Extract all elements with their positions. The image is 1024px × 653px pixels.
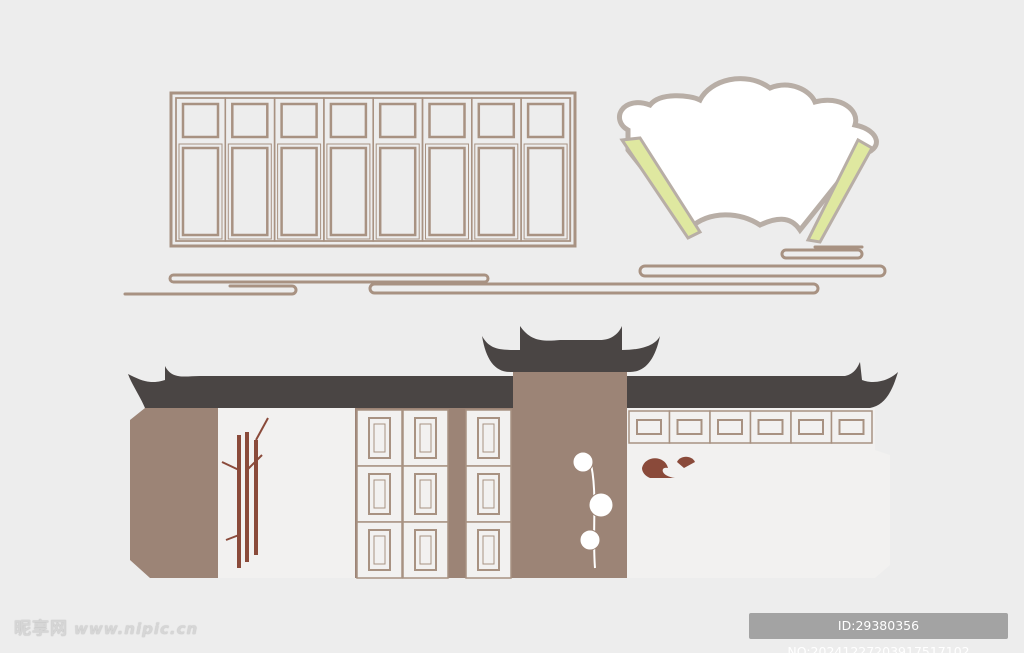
lattice-frame	[181, 102, 220, 139]
lattice-frame	[378, 102, 417, 139]
lattice-screen	[169, 91, 577, 248]
scroll-banner	[617, 76, 879, 244]
bamboo-icon	[221, 417, 269, 568]
lattice-frame	[277, 143, 322, 240]
scroll-roll-left	[619, 136, 703, 240]
lattice-frame	[373, 423, 386, 453]
lattice-frame	[402, 409, 449, 467]
lattice-frame	[465, 409, 512, 467]
lattice-frame	[798, 419, 824, 435]
cloud-lines	[123, 245, 887, 296]
bamboo-wall	[218, 408, 358, 578]
watermark-url: www.nipic.cn	[74, 620, 199, 638]
lattice-frame	[477, 417, 500, 459]
wall-lattice-panels	[356, 409, 512, 579]
scroll-cloud-shape	[617, 76, 879, 235]
lattice-frame	[717, 419, 743, 435]
lattice-frame	[378, 146, 417, 237]
watermark: 昵享网 www.nipic.cn	[14, 614, 198, 639]
lattice-frame	[477, 529, 500, 571]
central-tower	[513, 370, 627, 578]
lattice-frame	[838, 419, 865, 435]
lattice-frame	[329, 146, 368, 237]
auspicious-cloud-icon	[642, 456, 695, 478]
lattice-frame	[414, 473, 437, 515]
lattice-frame	[482, 423, 495, 453]
lattice-frame	[231, 102, 269, 139]
lattice-frame	[830, 410, 873, 444]
lattice-frame	[477, 473, 500, 515]
tower-roof	[482, 326, 660, 372]
lattice-frame	[368, 529, 391, 571]
lattice-frame	[280, 146, 318, 237]
roof-right	[627, 362, 898, 408]
lattice-strip	[628, 410, 873, 444]
lattice-frame	[368, 473, 391, 515]
lattice-frame	[474, 143, 519, 240]
lattice-frame	[477, 102, 516, 139]
lattice-frame	[465, 521, 512, 579]
lattice-frame	[402, 521, 449, 579]
lattice-frame	[709, 410, 752, 444]
lattice-frame	[790, 410, 833, 444]
lattice-frame	[329, 102, 368, 139]
lattice-frame	[526, 146, 565, 237]
lattice-frame	[181, 146, 220, 237]
lattice-frame	[419, 423, 432, 453]
lattice-frame	[373, 479, 386, 509]
left-brown-wall	[130, 408, 218, 578]
lattice-frame	[231, 146, 269, 237]
lattice-frame	[375, 143, 420, 240]
lattice-frame	[414, 529, 437, 571]
lattice-frame	[326, 143, 371, 240]
lattice-frame	[636, 419, 662, 435]
lattice-frame	[373, 535, 386, 565]
lattice-frame	[356, 465, 403, 523]
lattice-frame	[676, 419, 703, 435]
lattice-frame	[414, 417, 437, 459]
lattice-frame	[356, 521, 403, 579]
lattice-frame	[482, 535, 495, 565]
lattice-frame	[482, 479, 495, 509]
lattice-frame	[668, 410, 711, 444]
roof-left	[128, 366, 513, 408]
building	[128, 326, 898, 579]
scroll-roll-right	[805, 137, 875, 244]
lattice-frame	[419, 479, 432, 509]
lattice-frame	[280, 102, 318, 139]
lattice-frame	[402, 465, 449, 523]
lattice-frame	[520, 97, 572, 242]
lattice-frame	[757, 419, 784, 435]
lattice-frame	[749, 410, 792, 444]
lattice-frame	[368, 417, 391, 459]
lattice-frame	[526, 102, 565, 139]
lattice-frame	[425, 143, 469, 240]
image-id-badge: ID:29380356 NO:20241227203917517102	[749, 613, 1008, 653]
lattice-frame	[523, 143, 568, 240]
lattice-frame	[169, 91, 577, 248]
lattice-frame	[428, 102, 466, 139]
lattice-frame	[419, 535, 432, 565]
watermark-logo: 昵享网	[14, 619, 68, 639]
lattice-frame	[428, 146, 466, 237]
lattice-frame	[477, 146, 516, 237]
lattice-frame	[628, 410, 671, 444]
lotus-icon	[572, 451, 614, 569]
lattice-frame	[178, 143, 223, 240]
lattice-frame	[227, 143, 272, 240]
